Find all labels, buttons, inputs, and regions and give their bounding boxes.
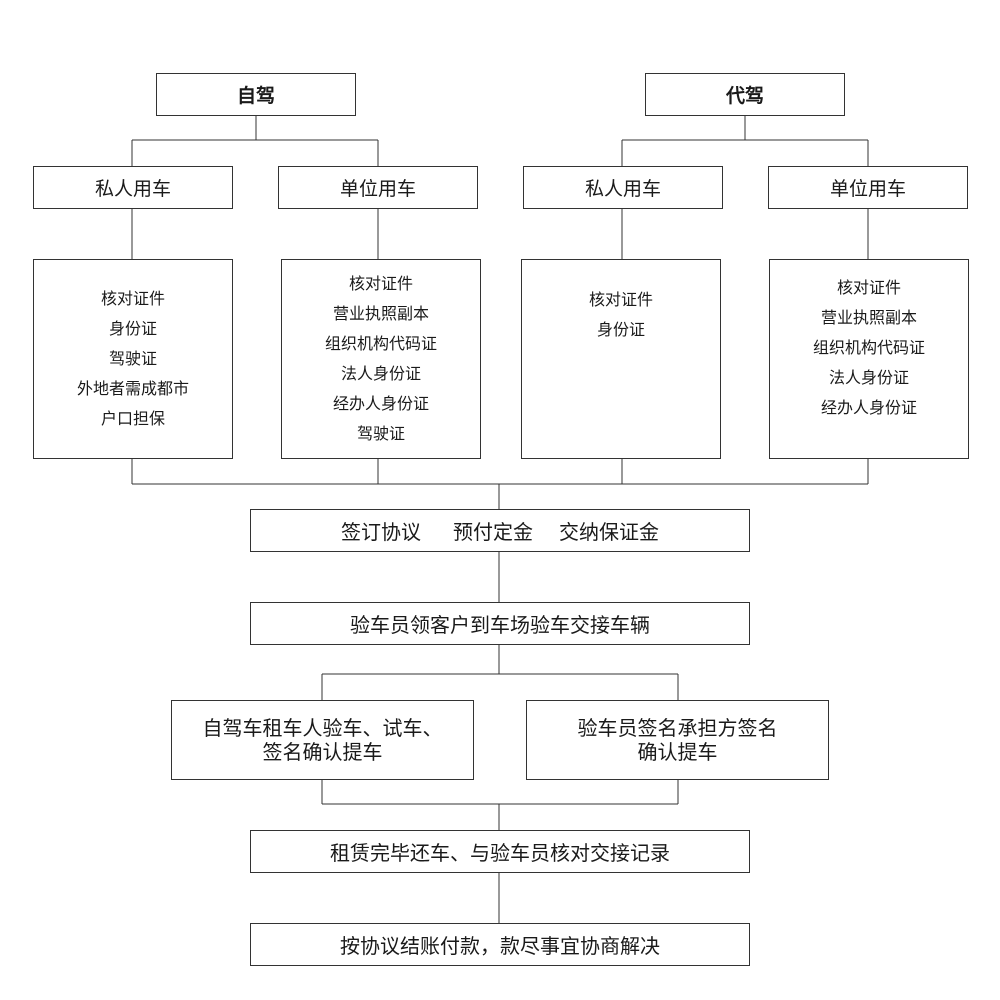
- self-company-requirements: 核对证件 营业执照副本 组织机构代码证 法人身份证 经办人身份证 驾驶证: [281, 259, 481, 459]
- chauffeur-private-node: 私人用车: [523, 166, 723, 209]
- requirement-item: 组织机构代码证: [324, 334, 437, 353]
- agreement-step: 签订协议 预付定金 交纳保证金: [250, 509, 750, 552]
- requirement-item: 核对证件: [836, 278, 901, 297]
- requirement-item: 经办人身份证: [332, 394, 429, 413]
- requirement-item: 驾驶证: [108, 349, 157, 368]
- return-label: 租赁完毕还车、与验车员核对交接记录: [330, 841, 670, 865]
- requirement-item: 身份证: [596, 320, 645, 339]
- self-pickup-line: 自驾车租车人验车、试车、: [202, 716, 443, 740]
- requirement-item: 户口担保: [100, 409, 165, 428]
- inspection-label: 验车员领客户到车场验车交接车辆: [350, 613, 650, 637]
- chauffeur-pickup-line: 确认提车: [637, 740, 718, 764]
- chauffeur-pickup-line: 验车员签名承担方签名: [577, 716, 778, 740]
- sign-agreement-label: 签订协议: [341, 520, 421, 544]
- requirement-item: 法人身份证: [340, 364, 421, 383]
- chauffeur-company-label: 单位用车: [829, 178, 906, 200]
- requirement-item: 身份证: [108, 319, 157, 338]
- chauffeur-company-node: 单位用车: [768, 166, 968, 209]
- self-company-label: 单位用车: [339, 178, 416, 200]
- self-drive-label: 自驾: [236, 85, 275, 107]
- return-step: 租赁完毕还车、与验车员核对交接记录: [250, 830, 750, 873]
- self-private-node: 私人用车: [33, 166, 233, 209]
- requirement-item: 外地者需成都市: [76, 379, 189, 398]
- requirement-item: 法人身份证: [828, 368, 909, 387]
- requirement-item: 核对证件: [100, 289, 165, 308]
- self-private-requirements: 核对证件 身份证 驾驶证 外地者需成都市 户口担保: [33, 259, 233, 459]
- requirement-item: 驾驶证: [356, 424, 405, 443]
- chauffeur-private-requirements: 核对证件 身份证: [521, 259, 721, 459]
- inspection-step: 验车员领客户到车场验车交接车辆: [250, 602, 750, 645]
- chauffeur-company-requirements: 核对证件 营业执照副本 组织机构代码证 法人身份证 经办人身份证: [769, 259, 969, 459]
- self-drive-node: 自驾: [156, 73, 356, 116]
- self-private-label: 私人用车: [94, 178, 171, 200]
- chauffeur-node: 代驾: [645, 73, 845, 116]
- settlement-label: 按协议结账付款，款尽事宜协商解决: [340, 934, 660, 958]
- self-pickup-line: 签名确认提车: [262, 740, 383, 764]
- prepay-deposit-label: 预付定金: [453, 520, 533, 544]
- settlement-step: 按协议结账付款，款尽事宜协商解决: [250, 923, 750, 966]
- requirement-item: 核对证件: [348, 274, 413, 293]
- self-company-node: 单位用车: [278, 166, 478, 209]
- requirement-item: 核对证件: [588, 290, 653, 309]
- chauffeur-pickup-step: 验车员签名承担方签名 确认提车: [526, 700, 829, 780]
- requirement-item: 营业执照副本: [820, 308, 917, 327]
- self-pickup-step: 自驾车租车人验车、试车、 签名确认提车: [171, 700, 474, 780]
- requirement-item: 经办人身份证: [820, 398, 917, 417]
- requirement-item: 组织机构代码证: [812, 338, 925, 357]
- chauffeur-private-label: 私人用车: [584, 178, 661, 200]
- security-deposit-label: 交纳保证金: [559, 520, 659, 544]
- requirement-item: 营业执照副本: [332, 304, 429, 323]
- chauffeur-label: 代驾: [725, 85, 764, 107]
